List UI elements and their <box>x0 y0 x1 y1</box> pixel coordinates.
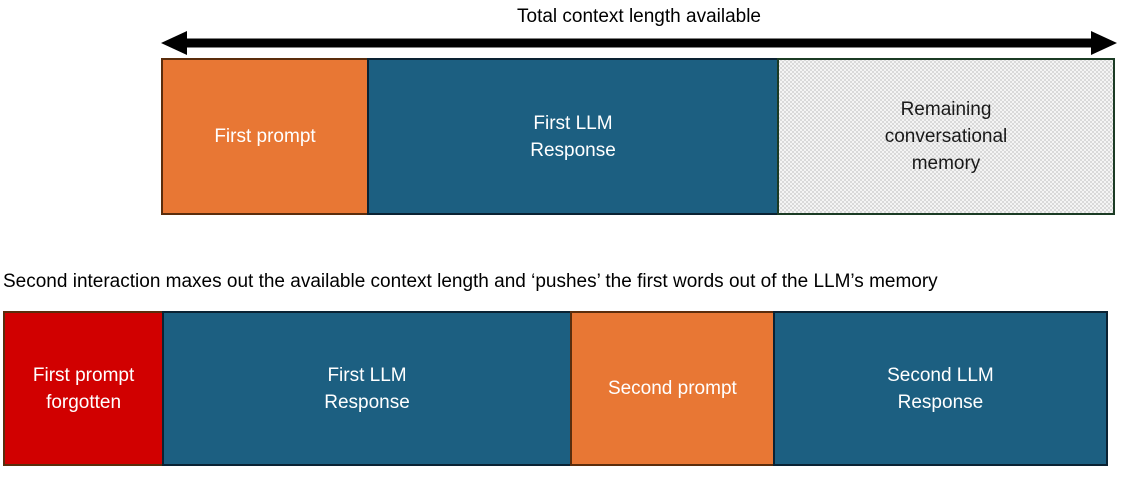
label-line-1: First prompt <box>32 364 135 386</box>
segment-second-prompt[interactable]: Second prompt <box>569 311 775 466</box>
label-line-1: Remaining <box>900 99 992 120</box>
second-interaction-caption: Second interaction maxes out the availab… <box>3 271 938 292</box>
segment-second-llm-response[interactable]: Second LLM Response <box>772 311 1109 466</box>
segment-first-llm-response[interactable]: First LLM Response <box>367 58 779 215</box>
label-line-1: Second LLM <box>887 364 994 386</box>
segment-first-llm-response-second-bar-label: First LLM Response <box>318 362 416 416</box>
segment-remaining-memory-label: Remaining conversational memory <box>879 96 1014 177</box>
segment-remaining-conversational-memory[interactable]: Remaining conversational memory <box>777 58 1115 215</box>
segment-first-prompt-label: First prompt <box>214 126 316 147</box>
first-interaction-bar: First prompt First LLM Response Remainin… <box>161 58 1115 215</box>
double-headed-arrow-icon <box>161 31 1117 55</box>
segment-second-llm-response-label: Second LLM Response <box>881 362 1000 416</box>
segment-first-llm-response-label: First LLM Response <box>524 110 622 164</box>
label-line-1: First LLM <box>327 364 407 386</box>
segment-first-llm-response-second-bar[interactable]: First LLM Response <box>162 311 572 466</box>
label-line-3: memory <box>911 153 981 174</box>
context-length-title: Total context length available <box>517 6 761 27</box>
label-line-1: First LLM <box>533 112 613 134</box>
segment-first-prompt[interactable]: First prompt <box>161 58 369 215</box>
label-line-2: conversational <box>884 126 1008 147</box>
segment-first-prompt-forgotten-label: First prompt forgotten <box>27 362 140 416</box>
segment-first-prompt-forgotten[interactable]: First prompt forgotten <box>3 311 165 466</box>
label-line-2: Response <box>530 139 616 161</box>
label-line-2: Response <box>324 391 410 413</box>
second-interaction-bar: First prompt forgotten First LLM Respons… <box>3 311 1109 466</box>
label-line-2: forgotten <box>46 391 122 413</box>
segment-second-prompt-label: Second prompt <box>607 378 737 399</box>
label-line-2: Response <box>897 391 984 413</box>
